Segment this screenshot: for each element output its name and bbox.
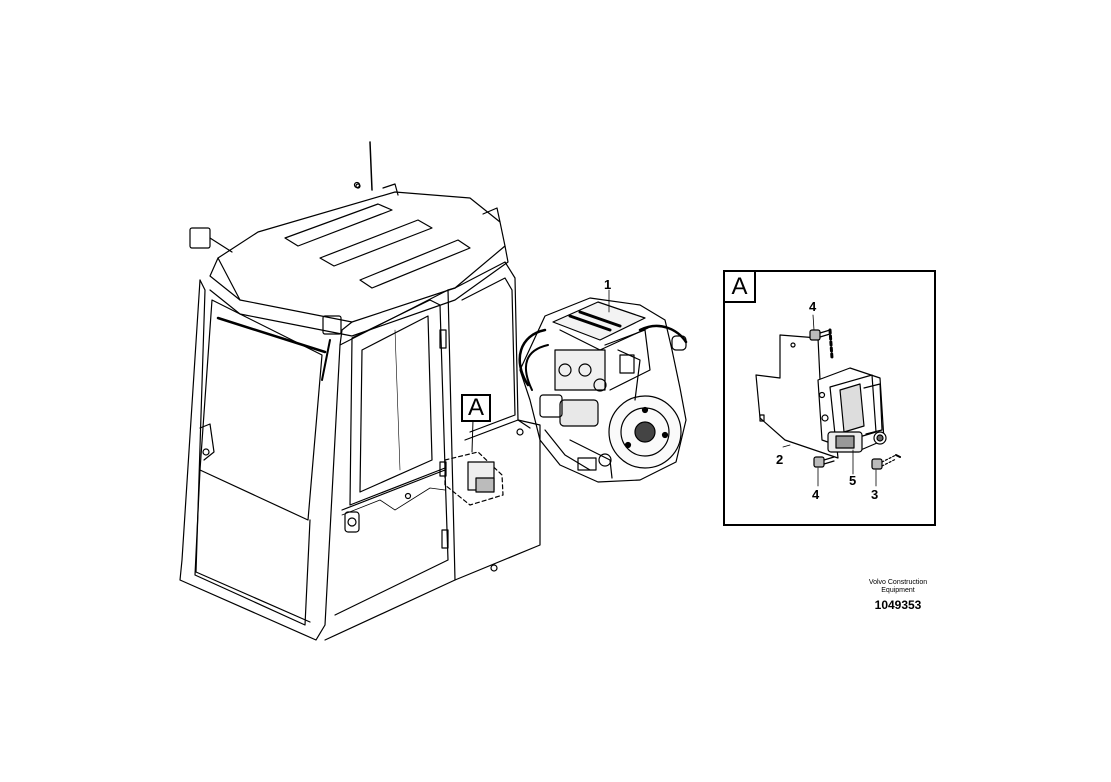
detail-a-marker: A <box>461 394 491 422</box>
manufacturer-label: Volvo Construction Equipment <box>858 579 938 595</box>
operator-cab <box>179 141 541 641</box>
cab-detail-pointer <box>444 419 504 506</box>
detail-a-frame <box>723 270 936 526</box>
manufacturer-line-1: Volvo Construction <box>868 579 928 586</box>
callout-5: 5 <box>849 473 857 488</box>
drawing-number: 1049353 <box>874 598 922 612</box>
detail-a-frame-label: A <box>723 270 756 303</box>
callout-1: 1 <box>604 277 612 292</box>
callout-4-top: 4 <box>809 299 817 314</box>
detail-a-bracket <box>755 314 901 487</box>
callout-4-bottom: 4 <box>812 487 820 502</box>
callout-2: 2 <box>776 452 784 467</box>
manufacturer-line-2: Equipment <box>881 587 915 594</box>
callout-3: 3 <box>871 487 879 502</box>
engine-assembly <box>518 297 688 483</box>
